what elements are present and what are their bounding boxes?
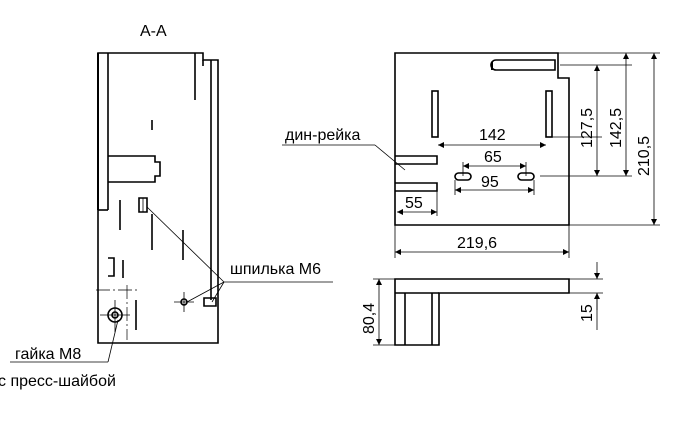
section-label: А-А	[140, 23, 167, 40]
din-rail-label: дин-рейка	[285, 127, 361, 144]
bottom-view	[373, 262, 603, 346]
dim-65: 65	[484, 149, 502, 166]
front-view-dimensions	[394, 52, 660, 258]
stud-label: шпилька М6	[230, 261, 321, 278]
dim-210-5: 210,5	[636, 136, 653, 176]
dim-15: 15	[579, 304, 596, 322]
nut-label-line1: гайка М8	[15, 346, 81, 363]
section-view	[10, 52, 333, 363]
dim-55: 55	[405, 195, 423, 212]
dim-142-5: 142,5	[608, 108, 625, 148]
dim-95: 95	[481, 174, 499, 191]
dim-219-6: 219,6	[457, 235, 497, 252]
dim-127-5: 127,5	[579, 108, 596, 148]
nut-label-line2: с пресс-шайбой	[0, 373, 116, 390]
dim-80-4: 80,4	[361, 303, 378, 334]
dim-142: 142	[479, 127, 506, 144]
